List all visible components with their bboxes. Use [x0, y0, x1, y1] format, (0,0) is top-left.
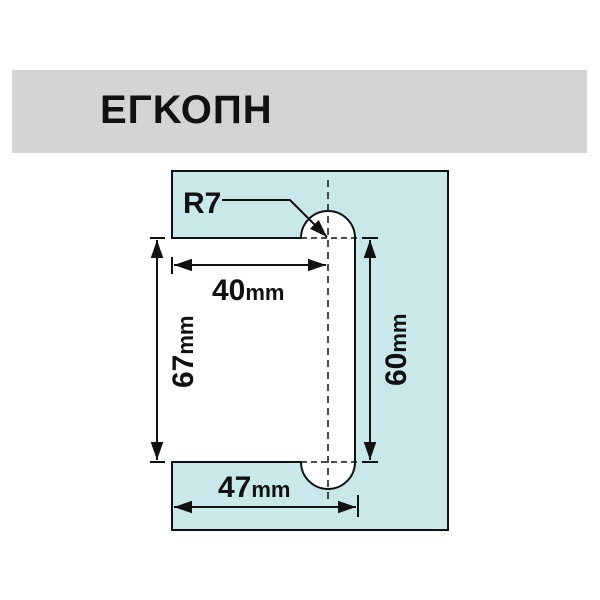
label-47mm: 47mm [218, 471, 291, 504]
dimension-60mm [362, 237, 378, 463]
dimension-40mm [171, 257, 326, 274]
page-title: ΕΓΚΟΠΗ [100, 88, 273, 132]
radius-leader [222, 199, 328, 238]
label-67mm: 67mm [167, 316, 200, 389]
dimension-67mm [150, 237, 165, 463]
radius-label: R7 [183, 187, 221, 220]
label-40mm: 40mm [212, 274, 285, 307]
dimension-47mm [174, 495, 359, 517]
label-60mm: 60mm [380, 314, 413, 387]
header-band [12, 70, 587, 153]
